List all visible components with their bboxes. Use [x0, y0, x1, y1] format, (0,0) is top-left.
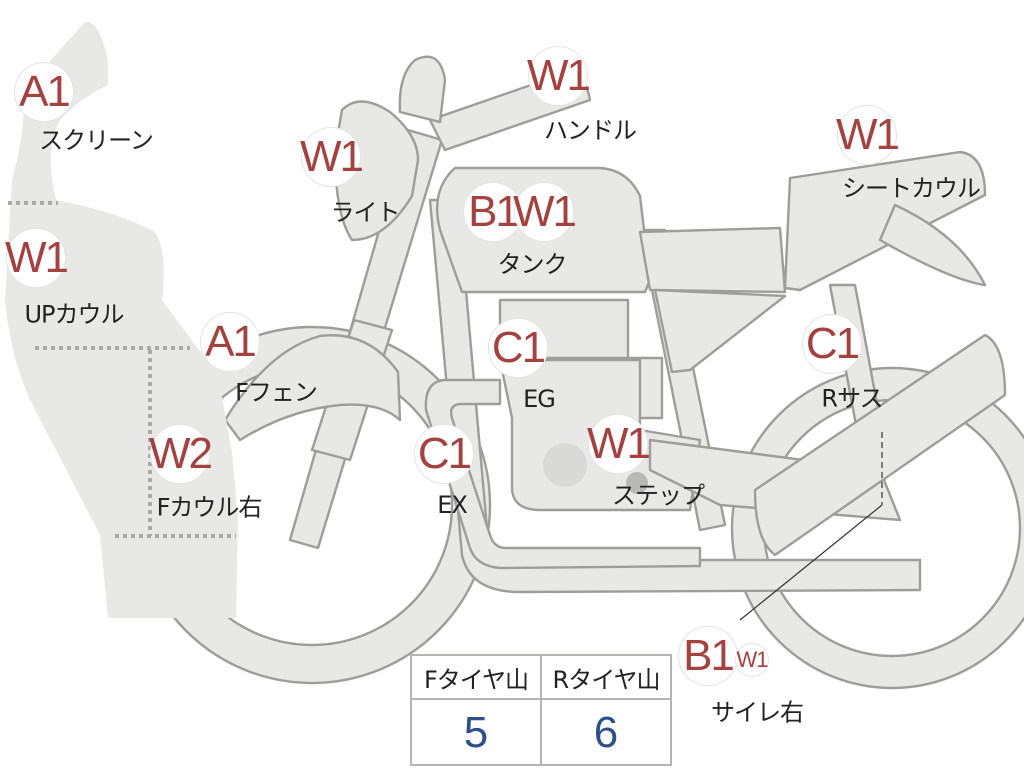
- label-f-cowl-right: Fカウル右: [156, 493, 263, 522]
- code-badge-tank-w: W1: [513, 182, 577, 242]
- code-badge-engine: C1: [488, 318, 548, 378]
- front-fender-shape: [223, 334, 402, 442]
- code-badge-tank-b: B1: [463, 182, 523, 242]
- label-r-suspension: Rサス: [821, 384, 883, 413]
- front-tread-header: Fタイヤ山: [412, 656, 542, 700]
- label-handle: ハンドル: [544, 116, 637, 145]
- tire-tread-table: Fタイヤ山 Rタイヤ山 5 6: [410, 654, 672, 766]
- code-badge-seat-cowl: W1: [836, 105, 900, 165]
- code-badge-silencer-b: B1: [678, 626, 738, 686]
- code-badge-screen: A1: [14, 62, 74, 122]
- code-badge-handle: W1: [527, 46, 591, 106]
- rear-tread-value: 6: [593, 708, 619, 757]
- front-tread-value: 5: [412, 700, 542, 766]
- label-light: ライト: [330, 198, 401, 227]
- code-badge-up-cowl: W1: [5, 228, 69, 288]
- tail-wing: [878, 203, 987, 287]
- label-f-fender: Fフェン: [235, 378, 318, 407]
- code-badge-f-fender: A1: [200, 312, 260, 372]
- code-badge-r-suspension: C1: [802, 314, 862, 374]
- seat: [638, 226, 787, 294]
- label-silencer-right: サイレ右: [711, 698, 804, 727]
- code-badge-step: W1: [587, 414, 651, 474]
- mirror: [398, 55, 447, 124]
- label-step: ステップ: [612, 481, 705, 510]
- code-badge-f-cowl-right: W2: [149, 424, 213, 484]
- silencer-shape: [753, 333, 1007, 557]
- rear-tread-header: Rタイヤ山: [542, 656, 670, 700]
- code-badge-exhaust: C1: [414, 424, 474, 484]
- cowl-seams: [8, 201, 236, 538]
- code-badge-light: W1: [300, 127, 364, 187]
- label-screen: スクリーン: [39, 126, 154, 155]
- seat-underside: [653, 288, 787, 374]
- exhaust-pipe: [424, 378, 702, 570]
- label-up-cowl: UPカウル: [24, 300, 124, 329]
- silencer-leader: [739, 504, 883, 621]
- label-tank: タンク: [497, 250, 568, 279]
- label-exhaust: EX: [437, 491, 468, 519]
- label-engine: EG: [523, 385, 556, 413]
- label-seat-cowl: シートカウル: [842, 174, 981, 203]
- code-badge-silencer-w: W1: [735, 643, 769, 677]
- seat-cowl-shape: [783, 150, 987, 292]
